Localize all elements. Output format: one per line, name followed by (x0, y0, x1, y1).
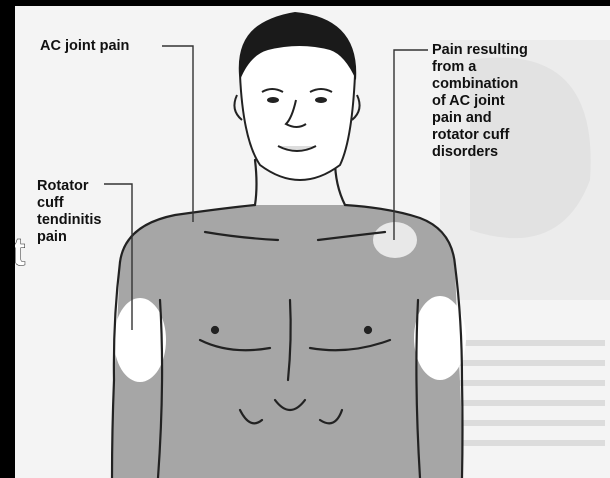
left-shoulder-highlight (114, 298, 166, 382)
label-rotator-cuff-tendinitis: Rotator cuff tendinitis pain (37, 178, 101, 246)
right-shoulder-highlight (414, 296, 466, 380)
top-black-border (0, 0, 610, 6)
ac-joint-highlight (373, 222, 417, 258)
label-combination-pain: Pain resulting from a combination of AC … (432, 42, 528, 161)
label-ac-joint-pain: AC joint pain (40, 38, 129, 55)
left-black-border (0, 0, 15, 478)
head (234, 12, 359, 180)
